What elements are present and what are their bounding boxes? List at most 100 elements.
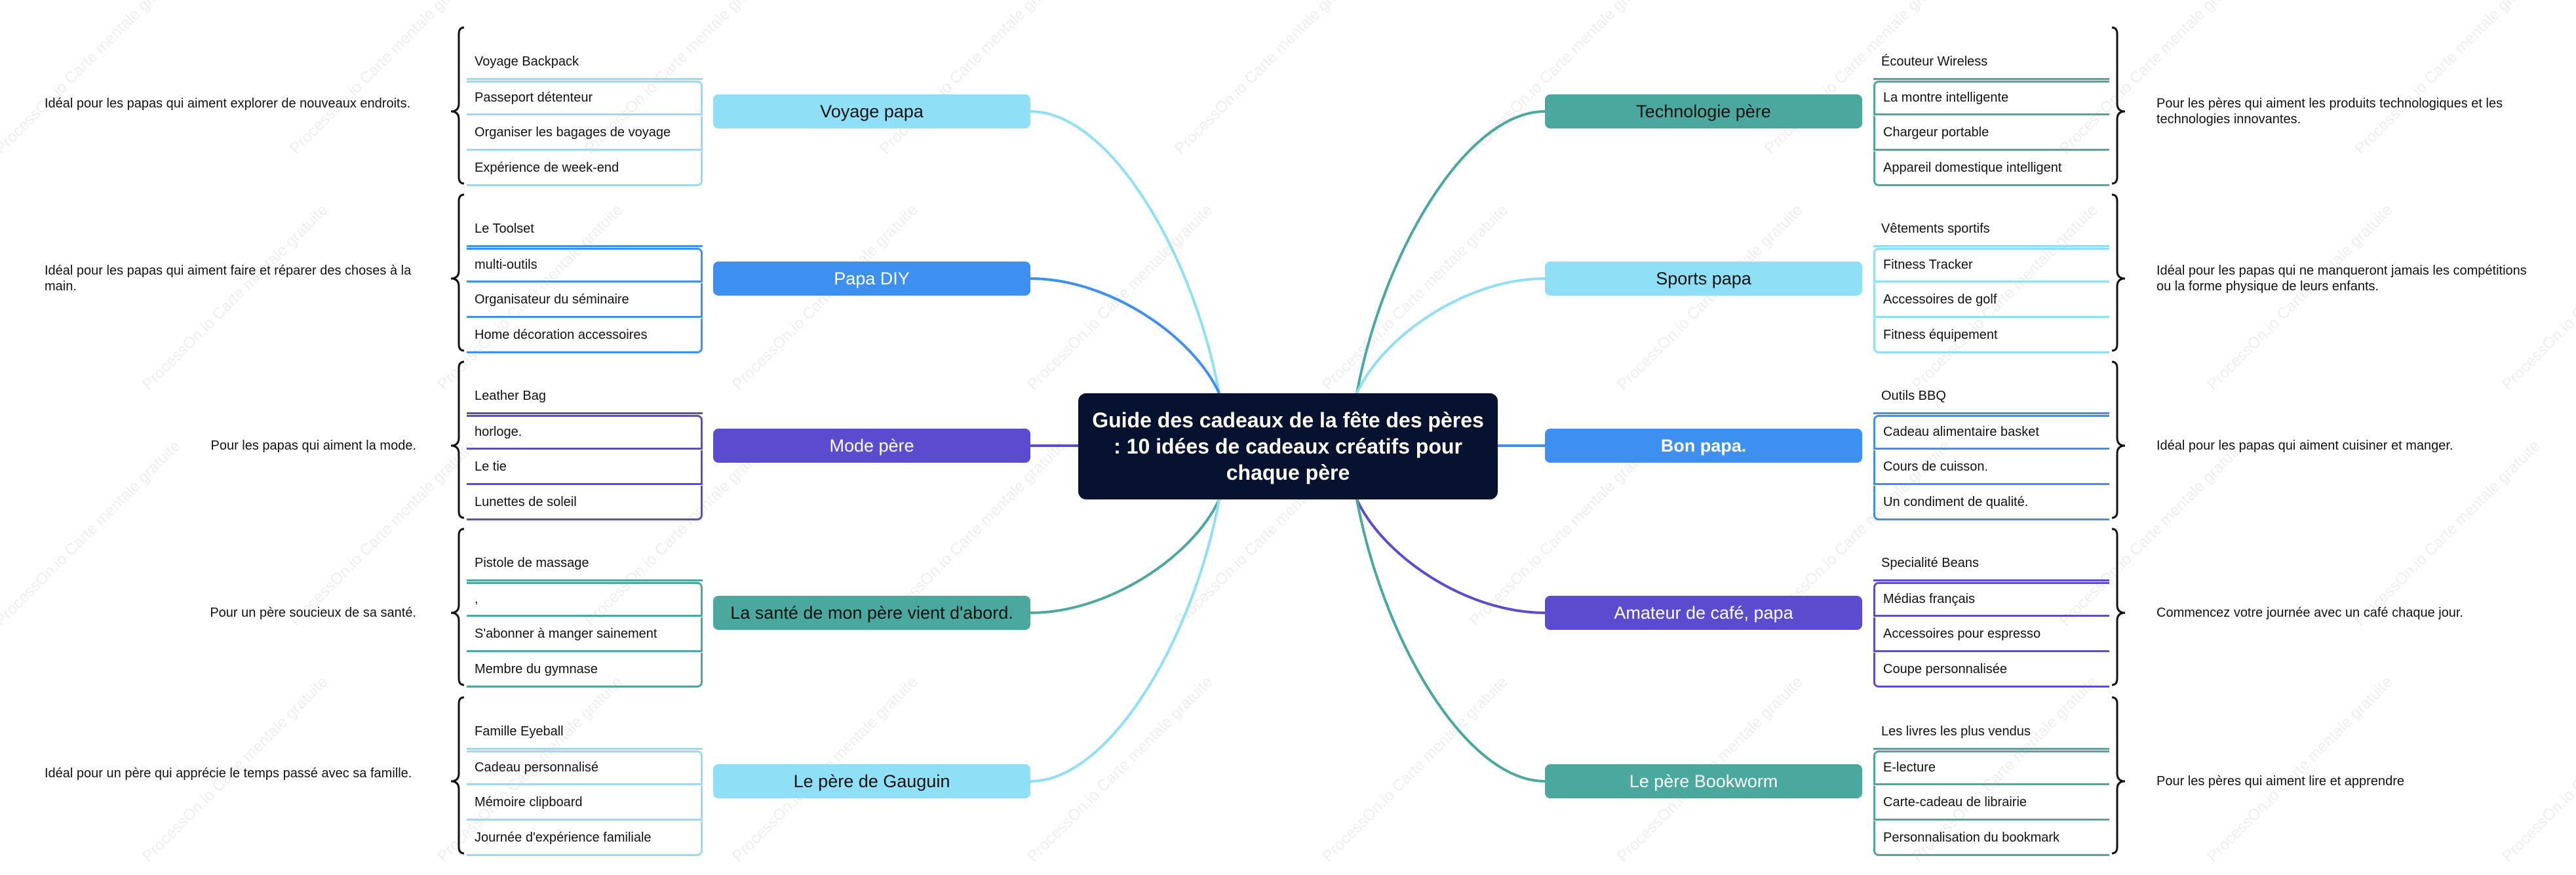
- connector-papa-diy: [1030, 277, 1220, 394]
- leaf-label: S'abonner à manger sainement: [475, 626, 657, 641]
- branch-label: Bon papa.: [1660, 435, 1747, 456]
- leaf-label: Vêtements sportifs: [1881, 221, 1990, 236]
- leaf-label: Mémoire clipboard: [475, 794, 583, 809]
- leaf-item[interactable]: Coupe personnalisée: [1873, 653, 2109, 688]
- leaf-item[interactable]: Journée d'expérience familiale: [467, 821, 703, 856]
- brace-bon-papa: [2111, 360, 2126, 519]
- branch-le-pere-de-gauguin[interactable]: Le père de Gauguin: [713, 764, 1030, 798]
- leaf-label: Le Toolset: [475, 221, 534, 236]
- leaf-item[interactable]: horloge.: [467, 415, 703, 450]
- connector-amateur-de-cafe-papa: [1356, 499, 1546, 614]
- branch-label: Le père Bookworm: [1629, 771, 1778, 791]
- leaf-item[interactable]: Cours de cuisson.: [1873, 450, 2109, 485]
- connector-technologie-pere: [1356, 110, 1546, 394]
- connector-voyage-papa: [1030, 110, 1220, 394]
- branch-amateur-de-cafe-papa[interactable]: Amateur de café, papa: [1545, 596, 1862, 630]
- branch-description: Commencez votre journée avec un café cha…: [2156, 606, 2464, 620]
- leaf-item[interactable]: Voyage Backpack: [467, 45, 703, 80]
- branch-description: Idéal pour les papas qui aiment explorer…: [45, 96, 411, 111]
- leaf-label: Cours de cuisson.: [1883, 459, 1989, 474]
- leaf-item[interactable]: Fitness Tracker: [1873, 248, 2109, 282]
- branch-label: La santé de mon père vient d'abord.: [730, 602, 1013, 623]
- leaf-item[interactable]: Cadeau alimentaire basket: [1873, 415, 2109, 450]
- leaf-item[interactable]: Écouteur Wireless: [1873, 45, 2109, 80]
- leaf-item[interactable]: Le tie: [467, 450, 703, 485]
- leaf-label: Specialité Beans: [1881, 555, 1979, 570]
- branch-le-pere-bookworm[interactable]: Le père Bookworm: [1545, 764, 1862, 798]
- leaf-item[interactable]: Le Toolset: [467, 212, 703, 247]
- leaf-item[interactable]: Cadeau personnalisé: [467, 750, 703, 785]
- leaf-item[interactable]: Fitness équipement: [1873, 319, 2109, 353]
- branch-label: Sports papa: [1656, 268, 1751, 288]
- leaf-item[interactable]: Mémoire clipboard: [467, 786, 703, 821]
- leaf-label: Organisateur du séminaire: [475, 292, 629, 307]
- leaf-item[interactable]: S'abonner à manger sainement: [467, 617, 703, 652]
- branch-papa-diy[interactable]: Papa DIY: [713, 262, 1030, 296]
- leaf-item[interactable]: Pistole de massage: [467, 547, 703, 581]
- branch-label: Papa DIY: [834, 268, 910, 288]
- branch-voyage-papa[interactable]: Voyage papa: [713, 94, 1030, 128]
- connector-le-pere-de-gauguin: [1030, 499, 1220, 783]
- brace-sports-papa: [2111, 193, 2126, 352]
- leaf-label: Fitness Tracker: [1883, 258, 1973, 272]
- leaf-item[interactable]: Accessoires pour espresso: [1873, 617, 2109, 652]
- leaf-item[interactable]: Organisateur du séminaire: [467, 283, 703, 318]
- leaf-label: Journée d'expérience familiale: [475, 830, 652, 845]
- connector-le-pere-bookworm: [1356, 499, 1546, 783]
- leaf-item[interactable]: Médias français: [1873, 582, 2109, 617]
- leaf-label: E-lecture: [1883, 760, 1936, 775]
- central-topic[interactable]: Guide des cadeaux de la fête des pères :…: [1078, 393, 1498, 499]
- leaf-item[interactable]: Les livres les plus vendus: [1873, 715, 2109, 750]
- leaf-label: Coupe personnalisée: [1883, 661, 2008, 676]
- leaf-label: Accessoires de golf: [1883, 292, 1997, 307]
- brace-technologie-pere: [2111, 26, 2126, 185]
- branch-technologie-pere[interactable]: Technologie père: [1545, 94, 1862, 128]
- branch-label: Technologie père: [1636, 101, 1771, 121]
- leaf-item[interactable]: Vêtements sportifs: [1873, 212, 2109, 247]
- leaf-item[interactable]: Carte-cadeau de librairie: [1873, 786, 2109, 821]
- leaf-label: Expérience de week-end: [475, 160, 619, 175]
- leaf-item[interactable]: ,: [467, 582, 703, 617]
- leaf-item[interactable]: Lunettes de soleil: [467, 486, 703, 520]
- leaf-item[interactable]: Un condiment de qualité.: [1873, 486, 2109, 520]
- branch-la-sante-de-mon-pere-vient-d-abord[interactable]: La santé de mon père vient d'abord.: [713, 596, 1030, 630]
- leaf-item[interactable]: multi-outils: [467, 248, 703, 282]
- leaf-label: Outils BBQ: [1881, 388, 1946, 403]
- connector-sports-papa: [1356, 277, 1546, 394]
- branch-label: Amateur de café, papa: [1614, 602, 1793, 623]
- leaf-item[interactable]: Specialité Beans: [1873, 547, 2109, 581]
- leaf-item[interactable]: Leather Bag: [467, 379, 703, 414]
- leaf-label: Passeport détenteur: [475, 90, 593, 105]
- leaf-item[interactable]: Personnalisation du bookmark: [1873, 821, 2109, 856]
- leaf-item[interactable]: Outils BBQ: [1873, 379, 2109, 414]
- leaf-item[interactable]: Accessoires de golf: [1873, 283, 2109, 318]
- leaf-label: Carte-cadeau de librairie: [1883, 794, 2027, 809]
- branch-sports-papa[interactable]: Sports papa: [1545, 262, 1862, 296]
- leaf-item[interactable]: Famille Eyeball: [467, 715, 703, 750]
- leaf-item[interactable]: E-lecture: [1873, 750, 2109, 785]
- branch-mode-pere[interactable]: Mode père: [713, 429, 1030, 463]
- leaf-label: Appareil domestique intelligent: [1883, 160, 2062, 175]
- branch-description: Idéal pour les papas qui aiment faire et…: [45, 263, 412, 294]
- branch-description: Idéal pour un père qui apprécie le temps…: [45, 766, 412, 781]
- leaf-label: Écouteur Wireless: [1881, 54, 1988, 69]
- brace-le-pere-de-gauguin: [450, 696, 465, 855]
- leaf-item[interactable]: Expérience de week-end: [467, 151, 703, 186]
- branch-label: Le père de Gauguin: [793, 771, 950, 791]
- leaf-item[interactable]: Appareil domestique intelligent: [1873, 151, 2109, 186]
- branch-bon-papa[interactable]: Bon papa.: [1545, 429, 1862, 463]
- leaf-item[interactable]: Membre du gymnase: [467, 653, 703, 688]
- leaf-item[interactable]: Organiser les bagages de voyage: [467, 116, 703, 151]
- leaf-item[interactable]: Home décoration accessoires: [467, 319, 703, 353]
- leaf-label: Lunettes de soleil: [475, 494, 577, 509]
- leaf-item[interactable]: La montre intelligente: [1873, 81, 2109, 115]
- leaf-label: Médias français: [1883, 592, 1976, 606]
- leaf-label: Personnalisation du bookmark: [1883, 830, 2060, 845]
- leaf-item[interactable]: Chargeur portable: [1873, 116, 2109, 151]
- leaf-item[interactable]: Passeport détenteur: [467, 81, 703, 115]
- leaf-label: Fitness équipement: [1883, 327, 1998, 342]
- leaf-label: horloge.: [475, 425, 522, 439]
- leaf-label: Organiser les bagages de voyage: [475, 125, 671, 140]
- leaf-label: Un condiment de qualité.: [1883, 494, 2029, 509]
